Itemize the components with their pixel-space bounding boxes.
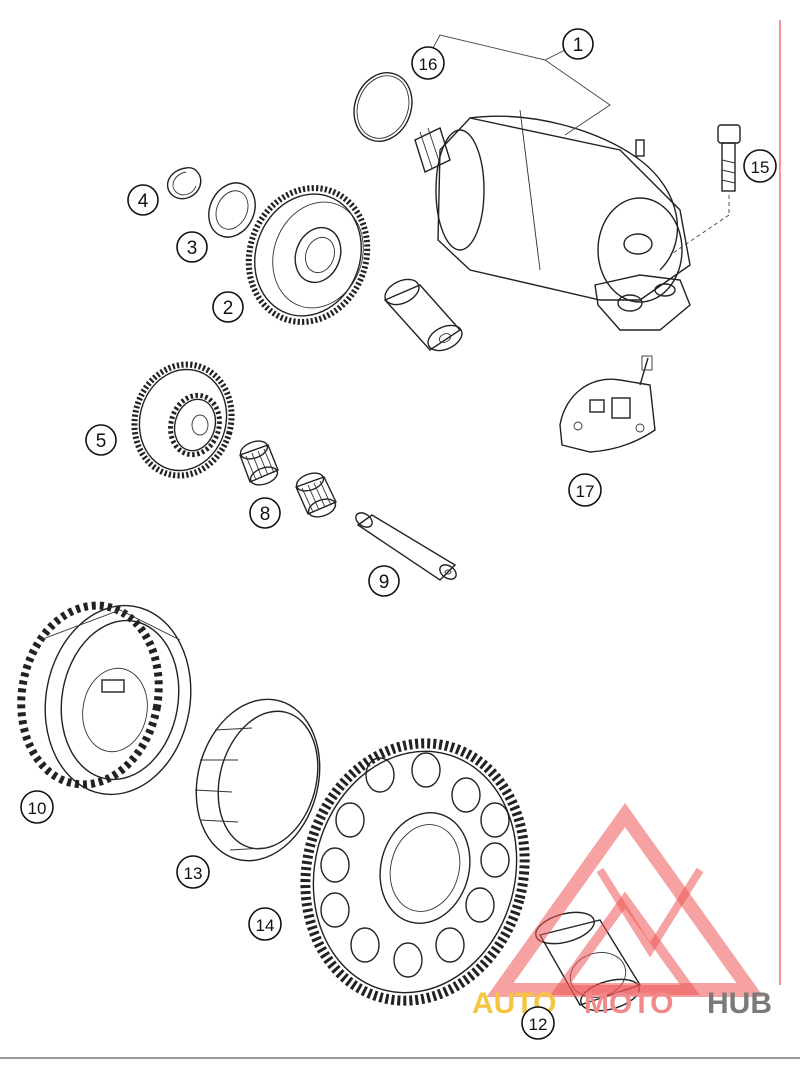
callout-4: 4 [127,184,159,216]
freewheel-ring [194,698,321,862]
callout-16: 16 [411,46,445,80]
needle-bearing-1 [239,440,279,486]
callout-label-9: 9 [379,572,390,593]
callout-label-12: 12 [529,1015,548,1034]
callout-label-10: 10 [28,799,47,818]
callout-label-17: 17 [576,482,595,501]
circlip [167,167,202,200]
callout-17: 17 [568,473,602,507]
brush-holder [559,355,656,453]
callout-8: 8 [249,497,281,529]
starter-motor [414,109,691,331]
callout-2: 2 [212,291,244,323]
callout-label-13: 13 [184,864,203,883]
callout-3: 3 [176,231,208,263]
callout-label-5: 5 [96,431,107,452]
callout-label-16: 16 [419,55,438,74]
needle-bearing-2 [295,472,337,518]
leader-lines [431,34,611,136]
callout-10: 10 [20,790,54,824]
callout-1: 1 [562,28,594,60]
callout-label-8: 8 [260,504,271,525]
callout-14: 14 [248,907,282,941]
shaft-sleeve [383,278,463,352]
callout-label-2: 2 [223,298,234,319]
watermark-hub: HUB [707,987,772,1020]
watermark-logo [486,802,764,997]
callout-label-3: 3 [187,238,198,259]
shaft [355,512,457,581]
bolt [669,124,741,256]
callout-label-15: 15 [751,158,770,177]
callout-9: 9 [368,565,400,597]
freewheel-housing [17,601,192,796]
callout-label-1: 1 [573,35,584,56]
starter-gear-large [300,738,530,1006]
watermark-moto: MOTO [584,987,673,1020]
callout-13: 13 [176,855,210,889]
callout-5: 5 [85,424,117,456]
callout-label-14: 14 [256,916,275,935]
washer [208,182,256,238]
o-ring [353,72,413,142]
callout-12: 12 [521,1006,555,1040]
callout-15: 15 [743,149,777,183]
double-gear [131,361,235,479]
callout-label-4: 4 [138,191,149,212]
